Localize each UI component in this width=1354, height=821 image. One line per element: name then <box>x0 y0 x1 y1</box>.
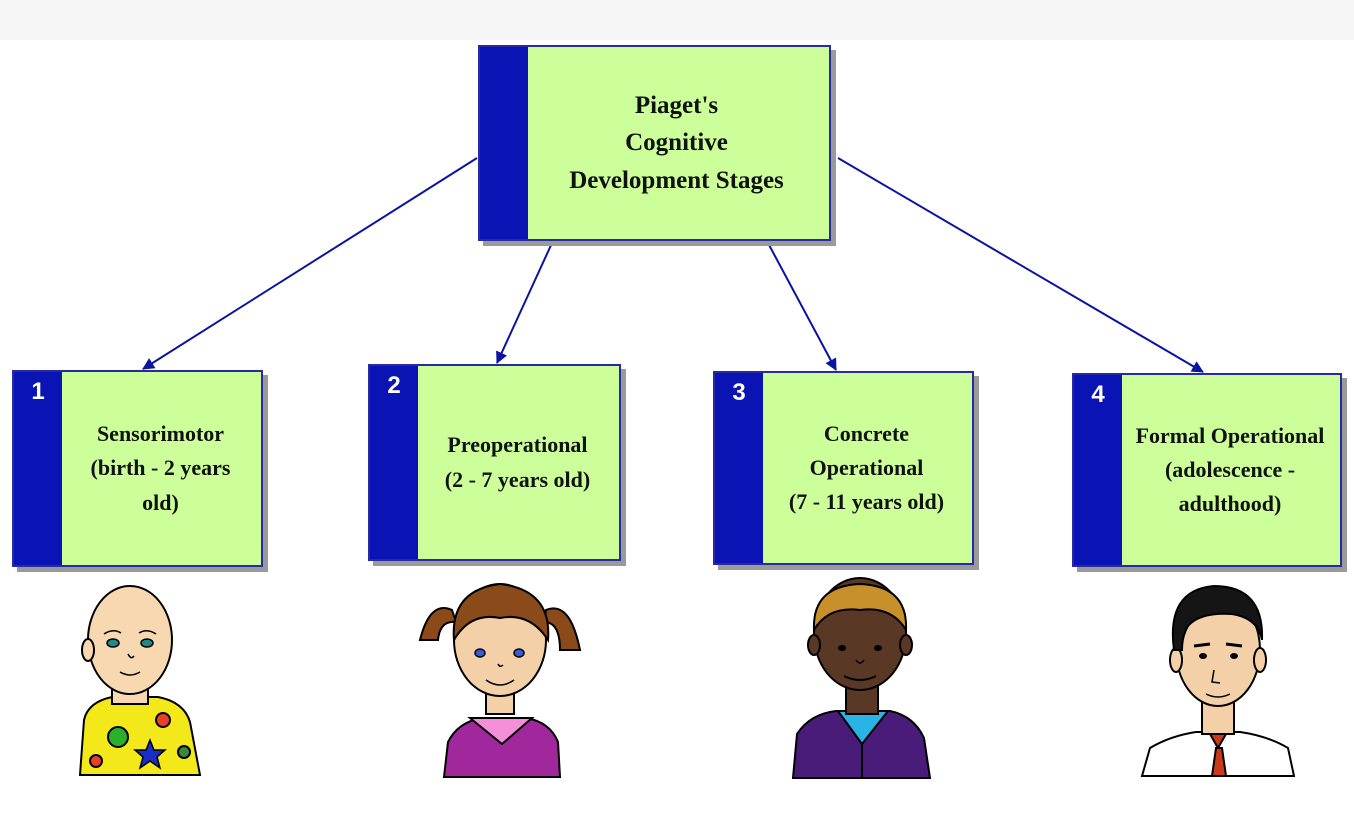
stage-label: Concrete Operational (7 - 11 years old) <box>765 373 968 563</box>
root-color-strip <box>480 47 528 239</box>
stage-label-line: Sensorimotor <box>96 421 225 447</box>
arrow-to-stage-1 <box>142 157 478 370</box>
stage-label-line: Preoperational <box>447 432 588 458</box>
stage-node-3: 3 Concrete Operational (7 - 11 years old… <box>713 371 974 565</box>
stage-color-strip <box>370 366 418 559</box>
top-band <box>0 0 1354 40</box>
stage-number: 1 <box>31 378 45 405</box>
stage-node-4: 4 Formal Operational (adolescence - adul… <box>1072 373 1342 567</box>
root-node: Piaget's Cognitive Development Stages <box>478 45 831 241</box>
stage-color-strip <box>715 373 763 563</box>
arrow-to-stage-2 <box>496 242 553 364</box>
stage-label-line: (7 - 11 years old) <box>788 489 945 515</box>
root-title-line: Piaget's <box>634 91 719 119</box>
stage-label-line: Formal Operational <box>1135 422 1325 448</box>
stage-number: 2 <box>387 372 401 399</box>
stage-label: Sensorimotor (birth - 2 years old) <box>64 372 257 565</box>
stage-label-line: old) <box>142 489 179 515</box>
stage-node-1: 1 Sensorimotor (birth - 2 years old) <box>12 370 263 567</box>
stage-label-line: (birth - 2 years <box>90 455 231 481</box>
stage-label-line: Operational <box>809 454 924 480</box>
stage-color-strip <box>1074 375 1122 565</box>
stage-node-2: 2 Preoperational (2 - 7 years old) <box>368 364 621 561</box>
stage-label: Preoperational (2 - 7 years old) <box>420 366 615 559</box>
stage-label-line: (adolescence - <box>1164 456 1296 482</box>
stage-label: Formal Operational (adolescence - adulth… <box>1124 375 1336 565</box>
stage-label-line: (2 - 7 years old) <box>444 466 591 492</box>
stage-color-strip <box>14 372 62 565</box>
arrow-to-stage-4 <box>837 157 1204 373</box>
root-title: Piaget's Cognitive Development Stages <box>528 47 825 239</box>
root-title-line: Cognitive <box>625 129 728 157</box>
stage-label-line: adulthood) <box>1178 491 1282 517</box>
stage-number: 4 <box>1091 381 1105 408</box>
stage-label-line: Concrete <box>823 420 910 446</box>
root-title-line: Development Stages <box>569 166 784 194</box>
arrow-to-stage-3 <box>767 242 837 371</box>
stage-number: 3 <box>732 379 746 406</box>
